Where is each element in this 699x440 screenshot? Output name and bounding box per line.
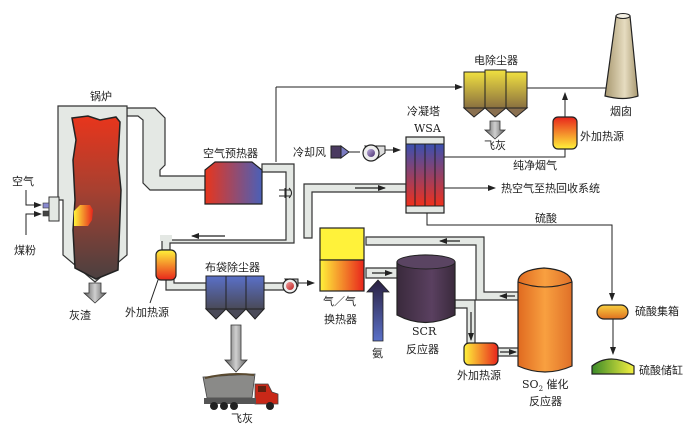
fly-ash-truck-icon [202, 373, 279, 410]
label-external-heater-2: 外加热源 [457, 369, 501, 382]
external-heater-3 [552, 116, 578, 150]
label-esp: 电除尘器 [474, 54, 518, 67]
burner-flame [74, 205, 93, 226]
label-truck-fly-ash: 飞灰 [231, 412, 253, 425]
label-clean-flue-gas: 纯净烟气 [513, 159, 557, 172]
esp-fly-ash-arrow-icon [483, 120, 507, 140]
label-chimney: 烟囱 [610, 105, 632, 118]
label-ammonia: 氨 [372, 347, 383, 360]
label-gas-gas-hx-1: 气／气 [323, 295, 356, 308]
label-air-preheater: 空气预热器 [203, 147, 258, 160]
label-air: 空气 [12, 175, 34, 188]
scr-reactor [396, 254, 456, 324]
acid-collector [596, 304, 629, 320]
label-cooling-air: 冷却风 [293, 146, 326, 159]
coal-inlet-nozzle [42, 210, 50, 217]
duct-network [126, 107, 521, 357]
label-bag-filter: 布袋除尘器 [205, 261, 260, 274]
gas-gas-heat-exchanger [319, 227, 365, 292]
label-condenser-2: WSA [414, 122, 441, 135]
so2-prefix: SO [522, 378, 539, 391]
label-boiler: 锅炉 [90, 90, 112, 103]
wsa-condenser [405, 119, 615, 301]
induced-draft-fan-icon [282, 278, 315, 294]
so2-subscript: 2 [538, 385, 544, 394]
electrostatic-precipitator [462, 67, 624, 140]
bag-filter [204, 275, 266, 373]
label-scr-2: 反应器 [406, 343, 439, 356]
label-condenser-1: 冷凝塔 [407, 105, 440, 118]
bypass-damper-icon [279, 187, 292, 199]
cooling-fan-icon [362, 144, 386, 162]
air-inlet-nozzle [42, 202, 50, 209]
label-so2-reactor-1: SO2 催化 [522, 379, 569, 393]
sulfuric-acid-line [426, 213, 615, 301]
label-sulfuric-acid: 硫酸 [535, 212, 557, 225]
label-esp-fly-ash: 飞灰 [484, 139, 506, 152]
label-external-heater-3: 外加热源 [580, 130, 624, 143]
so2-suffix: 催化 [543, 378, 569, 391]
label-slag: 灰渣 [69, 309, 91, 322]
fly-ash-arrow-icon [224, 324, 248, 373]
cooling-air-box-icon [330, 145, 342, 159]
boiler [25, 105, 128, 304]
air-preheater [204, 84, 463, 205]
duct-flow-arrows [191, 185, 517, 355]
label-acid-tank: 硫酸储缸 [639, 364, 683, 377]
cooling-air-inlet [330, 144, 401, 162]
external-heater-1 [155, 249, 177, 281]
duct-scr-to-heater2 [454, 299, 476, 346]
air-inlet-arrow [25, 190, 42, 208]
label-hot-air: 热空气至热回收系统 [501, 182, 600, 195]
label-so2-reactor-2: 反应器 [529, 395, 562, 408]
label-coal: 煤粉 [14, 244, 36, 257]
label-scr-1: SCR [412, 325, 437, 338]
ammonia-injection-arrow-icon [366, 279, 390, 342]
label-gas-gas-hx-2: 换热器 [324, 313, 357, 326]
duct-bag-to-fan [263, 282, 285, 291]
label-external-heater-1: 外加热源 [125, 306, 169, 319]
coal-inlet-arrow [25, 211, 42, 235]
burner-box [48, 196, 60, 222]
so2-catalytic-reactor [517, 267, 573, 373]
heater-1-leader-line [149, 279, 159, 304]
external-heater-2 [463, 342, 499, 366]
duct-boiler-to-aph [126, 107, 206, 191]
label-acid-collector: 硫酸集箱 [635, 305, 679, 318]
slag-arrow-icon [82, 282, 108, 304]
boiler-fire-chamber [71, 115, 122, 280]
chimney [604, 13, 639, 100]
duct-heater-down [160, 235, 172, 241]
acid-storage-tank [591, 358, 635, 375]
